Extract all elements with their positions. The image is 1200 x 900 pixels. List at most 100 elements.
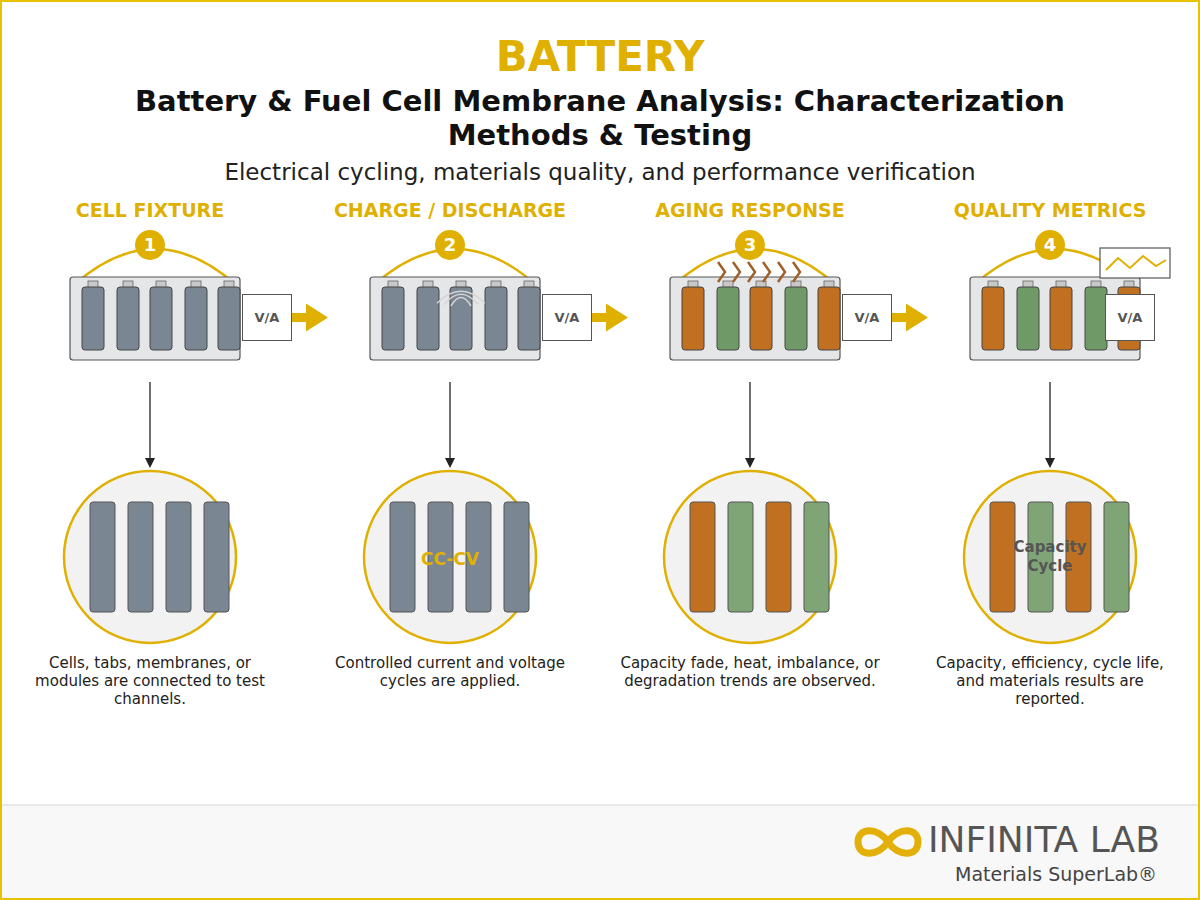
number-circle (1035, 230, 1065, 260)
meter-box: V/A (842, 294, 892, 341)
callout-number: 2 (435, 230, 465, 260)
step-description: Capacity fade, heat, imbalance, or degra… (620, 654, 880, 690)
heat-mark (778, 262, 785, 282)
flow-arrow (592, 313, 606, 322)
battery-cell (382, 287, 404, 350)
fixture-body (70, 277, 240, 360)
meter-label: V/A (555, 310, 580, 325)
step-heading: CELL FIXTURE (76, 196, 224, 224)
battery-cell (417, 287, 439, 350)
page-subtitle: Battery & Fuel Cell Membrane Analysis: C… (80, 84, 1120, 152)
battery-cell (1017, 287, 1039, 350)
signal-wave (444, 294, 478, 304)
callout-number: 4 (1035, 230, 1065, 260)
battery-cell (1050, 287, 1072, 350)
battery-cell (150, 287, 172, 350)
step-number: 3 (735, 230, 765, 260)
logo-tagline: Materials SuperLab® (955, 862, 1175, 886)
zoom-circle: Cells, tabs, membranes, or modules are c… (20, 470, 280, 708)
cell-closeup (90, 502, 115, 612)
logo-wordmark: INFINITA LAB (928, 818, 1168, 862)
cell-fixture: CHARGE / DISCHARGE V/A (330, 196, 625, 362)
cell-closeup (1104, 502, 1129, 612)
step-heading: QUALITY METRICS (954, 196, 1147, 224)
zoom-art (620, 470, 880, 644)
zoom-circle: Capacity fade, heat, imbalance, or degra… (620, 470, 880, 690)
signal-wave (437, 291, 485, 303)
fixture-body (670, 277, 840, 360)
zoom-arrow (749, 382, 750, 458)
zoom-outline (964, 471, 1136, 643)
zoom-art (20, 470, 280, 644)
step-number: 1 (135, 230, 165, 260)
battery-cell (750, 287, 772, 350)
battery-cell (717, 287, 739, 350)
trend-line (1106, 256, 1166, 270)
battery-cell (485, 287, 507, 350)
fixture-body (370, 277, 540, 360)
cell-closeup (128, 502, 153, 612)
flow-arrow (892, 313, 906, 322)
cell-closeup (204, 502, 229, 612)
step-description: Capacity, efficiency, cycle life, and ma… (920, 654, 1180, 708)
flow-arrow (292, 313, 306, 322)
meter-box: V/A (1105, 294, 1155, 341)
zoom-circle: CC-CV Controlled current and voltage cycl… (320, 470, 580, 690)
heat-mark (793, 262, 800, 282)
step-description: Cells, tabs, membranes, or modules are c… (20, 654, 280, 708)
zoom-label: Capacity Cycle (1000, 538, 1100, 576)
step-heading: AGING RESPONSE (655, 196, 844, 224)
battery-cell (1085, 287, 1107, 350)
number-circle (435, 230, 465, 260)
trend-chart (1100, 248, 1170, 278)
zoom-circle: Capacity CycleCapacity, efficiency, cycl… (920, 470, 1180, 708)
step-number: 2 (435, 230, 465, 260)
cell-closeup (804, 502, 829, 612)
heat-mark (748, 262, 755, 282)
cell-fixture: QUALITY METRICS V/A (930, 196, 1200, 362)
zoom-arrow (449, 382, 450, 458)
battery-cell (185, 287, 207, 350)
number-circle (735, 230, 765, 260)
cell-closeup (728, 502, 753, 612)
signal-wave (451, 298, 471, 307)
heat-mark (733, 262, 740, 282)
cell-fixture: AGING RESPONSE V/A (630, 196, 925, 362)
battery-cell (82, 287, 104, 350)
step-heading: CHARGE / DISCHARGE (334, 196, 566, 224)
cell-closeup (990, 502, 1015, 612)
meter-label: V/A (255, 310, 280, 325)
battery-cell (818, 287, 840, 350)
cell-closeup (166, 502, 191, 612)
step-description: Controlled current and voltage cycles ar… (320, 654, 580, 690)
zoom-outline (664, 471, 836, 643)
heat-mark (763, 262, 770, 282)
battery-cell (982, 287, 1004, 350)
step-number: 4 (1035, 230, 1065, 260)
meter-box: V/A (242, 294, 292, 341)
heat-mark (718, 262, 725, 282)
zoom-outline (64, 471, 236, 643)
battery-cell (682, 287, 704, 350)
meter-label: V/A (855, 310, 880, 325)
meter-label: V/A (1118, 310, 1143, 325)
battery-cell (218, 287, 240, 350)
zoom-arrow (149, 382, 150, 458)
page-title: BATTERY (0, 32, 1200, 82)
logo-infinity (858, 831, 918, 854)
cell-closeup (390, 502, 415, 612)
cell-closeup (766, 502, 791, 612)
battery-cell (785, 287, 807, 350)
callout-number: 1 (135, 230, 165, 260)
footer-rule (0, 804, 1200, 806)
zoom-label: CC-CV (320, 548, 580, 570)
footer-band (0, 805, 1200, 900)
meter-box: V/A (542, 294, 592, 341)
callout-number: 3 (735, 230, 765, 260)
cell-closeup (690, 502, 715, 612)
page-tagline: Electrical cycling, materials quality, a… (100, 157, 1100, 187)
cell-closeup (504, 502, 529, 612)
zoom-arrow (1049, 382, 1050, 458)
battery-cell (518, 287, 540, 350)
